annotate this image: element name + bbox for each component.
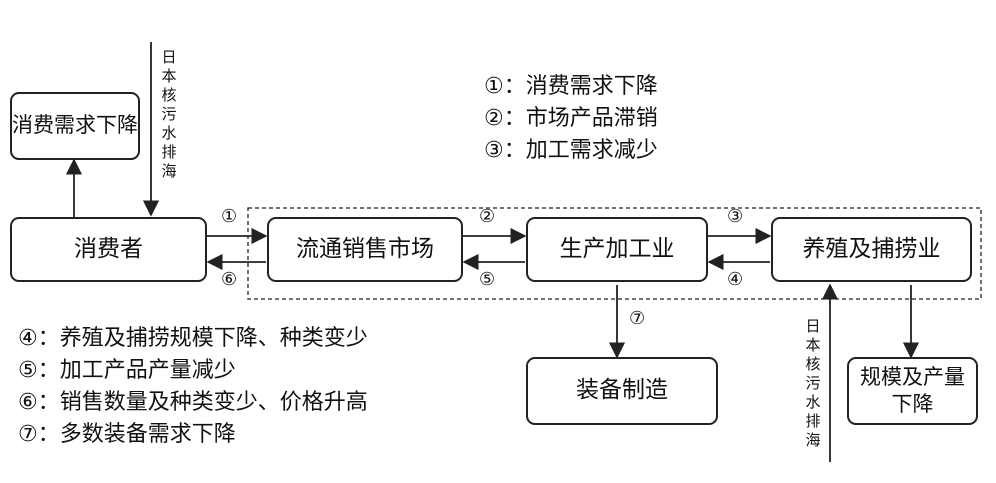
legend-item: ⑦：多数装备需求下降 <box>18 422 236 447</box>
scale-drop-box: 规模及产量下降 <box>847 357 978 425</box>
legend-item: ②：市场产品滞销 <box>484 106 658 131</box>
discharge-label-top: 日本核污水排海 <box>161 48 177 180</box>
legend-bottom: ④：养殖及捕捞规模下降、种类变少 ⑤：加工产品产量减少 ⑥：销售数量及种类变少、… <box>18 323 368 451</box>
legend-item: ③：加工需求减少 <box>484 138 658 163</box>
discharge-label-bottom: 日本核污水排海 <box>805 317 821 449</box>
edge-label-7: ⑦ <box>629 308 646 329</box>
aquaculture-box: 养殖及捕捞业 <box>771 217 972 282</box>
edge-label-5: ⑤ <box>479 269 496 290</box>
industry-chain-frame <box>247 207 982 300</box>
edge-label-6: ⑥ <box>221 269 238 290</box>
edge-label-1: ① <box>221 206 238 227</box>
legend-item: ⑥：销售数量及种类变少、价格升高 <box>18 390 368 415</box>
processing-box: 生产加工业 <box>526 217 708 282</box>
demand-drop-box: 消费需求下降 <box>10 92 140 160</box>
legend-item: ①：消费需求下降 <box>484 74 658 99</box>
edge-label-4: ④ <box>727 269 744 290</box>
legend-top: ①：消费需求下降 ②：市场产品滞销 ③：加工需求减少 <box>484 71 658 167</box>
legend-item: ④：养殖及捕捞规模下降、种类变少 <box>18 326 368 351</box>
market-box: 流通销售市场 <box>267 217 463 282</box>
equipment-box: 装备制造 <box>526 357 718 425</box>
edge-label-2: ② <box>479 206 496 227</box>
edge-label-3: ③ <box>727 206 744 227</box>
legend-item: ⑤：加工产品产量减少 <box>18 358 236 383</box>
consumer-box: 消费者 <box>10 217 207 282</box>
